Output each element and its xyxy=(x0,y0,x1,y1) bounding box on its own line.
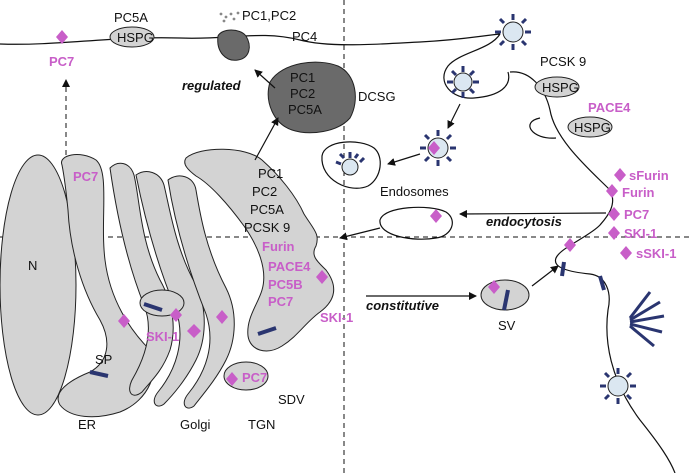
label-sv: SV xyxy=(498,318,516,333)
diamond-pc7-top xyxy=(56,30,68,44)
label-tgn-pc5b: PC5B xyxy=(268,277,303,292)
diamond-endosome-2 xyxy=(430,209,442,223)
endosome-to-tgn-arrow xyxy=(339,227,381,241)
endosome-2 xyxy=(379,206,453,240)
label-dcsg-pc2: PC2 xyxy=(290,86,315,101)
label-dcsg-pc5a: PC5A xyxy=(288,102,322,117)
diamond-sfurin xyxy=(614,168,626,182)
diamond-tgn xyxy=(316,270,328,284)
endoplasmic-reticulum xyxy=(57,154,155,418)
label-furin-right: Furin xyxy=(622,185,655,200)
label-pcsk9-right: PCSK 9 xyxy=(540,54,586,69)
label-sdv: SDV xyxy=(278,392,305,407)
membrane-bar-2 xyxy=(598,275,606,291)
dcsg-granule xyxy=(267,61,356,134)
golgi-vesicle xyxy=(139,289,185,317)
label-sdv-pc7: PC7 xyxy=(242,370,267,385)
label-endocytosis: endocytosis xyxy=(486,214,562,229)
diamond-golgi-3 xyxy=(216,310,228,324)
label-nucleus: N xyxy=(28,258,37,273)
label-sfurin: sFurin xyxy=(629,168,669,183)
receptor-fan xyxy=(628,291,665,348)
label-constitutive: constitutive xyxy=(366,298,439,313)
endocytosis-arrow xyxy=(459,209,607,218)
diamond-er xyxy=(118,314,130,328)
diamond-ski1-right xyxy=(608,226,620,240)
receptor-particle-5 xyxy=(600,368,636,404)
sv-to-membrane-arrow xyxy=(531,265,559,287)
label-sski1: sSKI-1 xyxy=(636,246,676,261)
diamond-golgi xyxy=(187,324,201,338)
sdv-vesicle xyxy=(223,361,269,391)
receptor-particle-1 xyxy=(495,14,531,50)
protein-markers xyxy=(56,30,632,386)
label-hspg-right-2: HSPG xyxy=(574,120,611,135)
hspg-top xyxy=(109,26,155,48)
hspg-right-2 xyxy=(567,116,613,138)
membrane-bar-1 xyxy=(560,261,566,277)
label-pc7-er: PC7 xyxy=(73,169,98,184)
sv-bar xyxy=(502,289,510,311)
diamond-golgi-vesicle xyxy=(170,308,182,322)
label-tgn-furin: Furin xyxy=(262,239,295,254)
golgi-bar xyxy=(143,302,163,312)
diamond-sdv xyxy=(226,372,238,386)
label-pc7-right: PC7 xyxy=(624,207,649,222)
diamond-endosome xyxy=(428,141,440,155)
label-tgn-pcsk9: PCSK 9 xyxy=(244,220,290,235)
internalization-arrow xyxy=(447,103,461,129)
tgn-bar xyxy=(257,326,277,336)
label-sp: SP xyxy=(95,352,112,367)
golgi-cisterna-3 xyxy=(167,175,235,409)
diamond-pc7-right xyxy=(608,207,620,221)
nucleus xyxy=(0,154,77,416)
label-pace4-right: PACE4 xyxy=(588,100,631,115)
er-bar xyxy=(89,370,109,378)
label-golgi-ski1: SKI-1 xyxy=(146,329,179,344)
label-tgn-pace4: PACE4 xyxy=(268,259,311,274)
label-endosomes: Endosomes xyxy=(380,184,449,199)
diamond-sski1 xyxy=(620,246,632,260)
label-tgn-pc1: PC1 xyxy=(258,166,283,181)
label-ski1-right: SKI-1 xyxy=(624,226,657,241)
label-tgn-pc5a: PC5A xyxy=(250,202,284,217)
receptor-particle-2 xyxy=(447,66,479,98)
to-endosome-arrow xyxy=(387,153,421,166)
tgn-to-dcsg-arrow xyxy=(254,117,279,161)
trans-golgi-network xyxy=(184,148,335,352)
secreted-granule xyxy=(217,29,250,61)
label-pc1-pc2-top: PC1,PC2 xyxy=(242,8,296,23)
label-tgn-pc2: PC2 xyxy=(252,184,277,199)
label-dcsg-pc1: PC1 xyxy=(290,70,315,85)
hspg-right-1 xyxy=(534,76,580,98)
label-dcsg: DCSG xyxy=(358,89,396,104)
label-tgn-ski1: SKI-1 xyxy=(320,310,353,325)
label-golgi: Golgi xyxy=(180,417,210,432)
label-hspg-right-1: HSPG xyxy=(542,80,579,95)
diamond-membrane xyxy=(564,238,576,252)
dcsg-to-membrane-arrow xyxy=(254,69,276,89)
label-pc5a-top: PC5A xyxy=(114,10,148,25)
receptor-particle-4 xyxy=(335,152,366,176)
label-pc4: PC4 xyxy=(292,29,317,44)
label-tgn: TGN xyxy=(248,417,275,432)
diamond-sv xyxy=(488,280,500,294)
label-hspg-top: HSPG xyxy=(117,30,154,45)
label-pc7-top: PC7 xyxy=(49,54,74,69)
diamond-furin xyxy=(606,184,618,198)
endosome-1 xyxy=(321,141,381,189)
label-regulated: regulated xyxy=(182,78,242,93)
release-dots xyxy=(219,11,240,23)
label-tgn-pc7: PC7 xyxy=(268,294,293,309)
label-er: ER xyxy=(78,417,96,432)
membrane-pit xyxy=(529,117,557,139)
